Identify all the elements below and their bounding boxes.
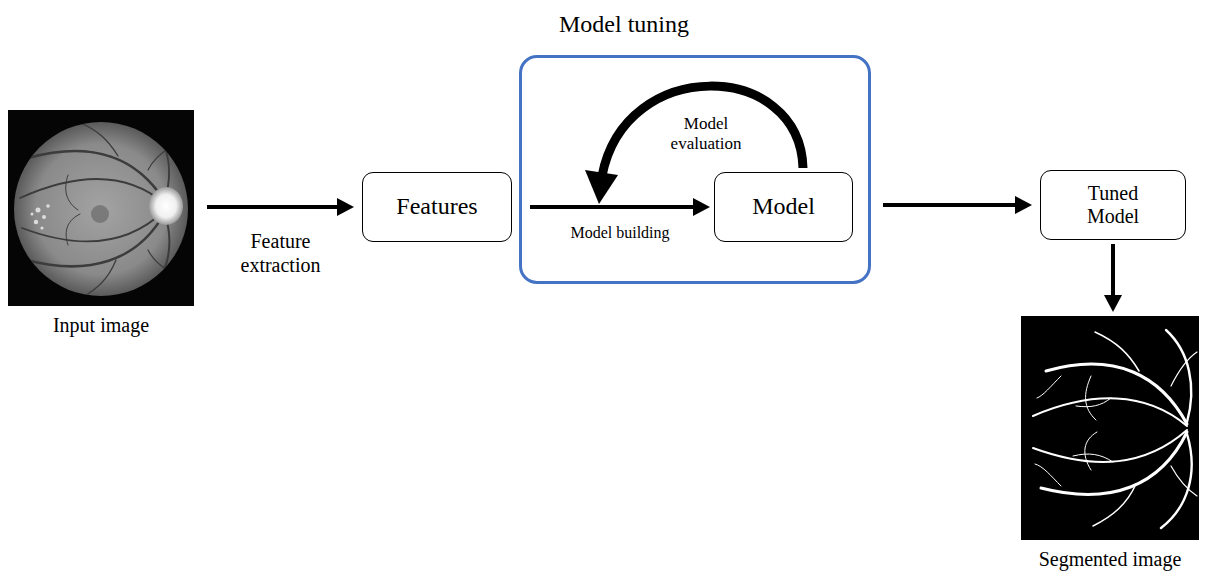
optic-disc bbox=[149, 187, 183, 225]
node-label: Model tuning bbox=[559, 11, 689, 39]
connector-line bbox=[1111, 244, 1115, 298]
edge-label: Feature extraction bbox=[239, 229, 323, 277]
connector bbox=[1104, 244, 1122, 312]
loop-curve bbox=[602, 86, 803, 176]
image-node: Segmented image bbox=[1010, 316, 1210, 571]
arrowhead bbox=[337, 198, 354, 216]
image-node: Input image bbox=[8, 110, 194, 337]
photo-ground bbox=[1021, 316, 1199, 540]
process-box: Model bbox=[714, 172, 853, 242]
connector-line bbox=[530, 205, 696, 209]
image-area bbox=[8, 110, 194, 306]
process-box: Tuned Model bbox=[1040, 170, 1186, 240]
group-box: Model tuningModel bbox=[519, 55, 871, 284]
photo-ground bbox=[8, 110, 194, 306]
connector-line bbox=[883, 203, 1018, 207]
node-label: Model bbox=[752, 193, 815, 221]
segmented-photo bbox=[1021, 316, 1199, 540]
process-box: Features bbox=[362, 172, 512, 242]
segmented-vessels bbox=[1033, 330, 1197, 528]
arrowhead bbox=[693, 198, 710, 216]
loop-arrowhead bbox=[585, 170, 618, 204]
annotation-label: Model evaluation bbox=[669, 114, 744, 155]
connector bbox=[207, 198, 354, 216]
fundus bbox=[14, 122, 188, 296]
node-label: Tuned Model bbox=[1087, 182, 1139, 228]
image-area bbox=[1010, 316, 1210, 540]
node-label: Input image bbox=[8, 314, 194, 337]
connector bbox=[530, 198, 710, 216]
exudates bbox=[31, 204, 50, 229]
node-label: Features bbox=[396, 193, 477, 221]
retina-photo bbox=[8, 110, 194, 306]
arrowhead bbox=[1015, 196, 1032, 214]
connector bbox=[883, 196, 1032, 214]
connector-line bbox=[207, 205, 340, 209]
node-label: Segmented image bbox=[1010, 548, 1210, 571]
fovea bbox=[91, 205, 109, 223]
retina-vessels bbox=[20, 120, 193, 302]
arrowhead bbox=[1104, 295, 1122, 312]
edge-label: Model building bbox=[568, 223, 671, 242]
